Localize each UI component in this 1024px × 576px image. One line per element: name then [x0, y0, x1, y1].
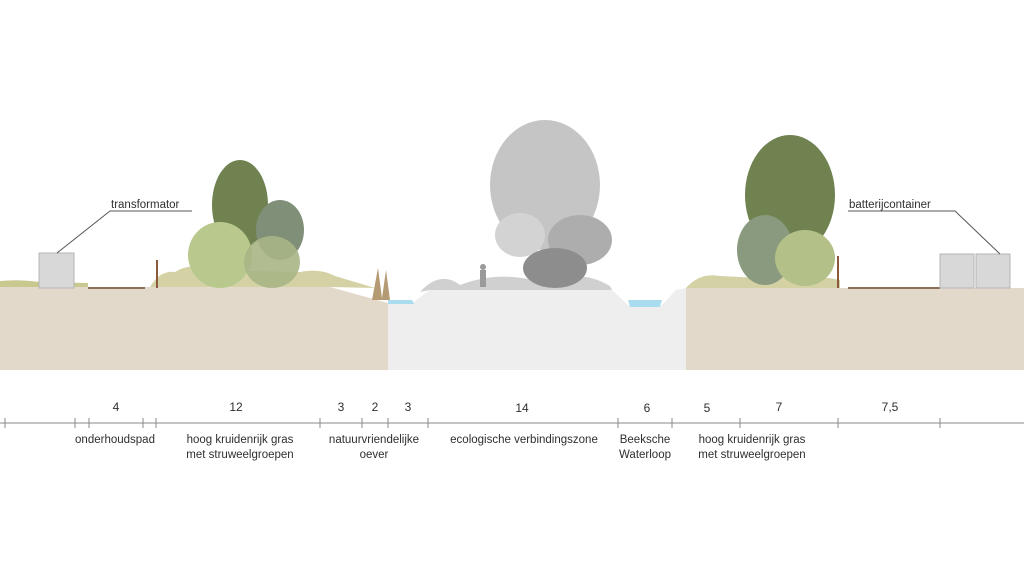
batterijcontainer-group: batterijcontainer	[848, 199, 1011, 289]
zone-label-oever-1: natuurvriendelijke	[329, 434, 419, 446]
shrub-center-dark	[523, 248, 587, 288]
shrub-group-right	[737, 135, 835, 286]
channel-profile	[388, 288, 686, 370]
ground	[0, 287, 1024, 370]
zone-label-kruidenrijk-right-1: hoog kruidenrijk gras	[699, 434, 806, 446]
person-head	[480, 264, 486, 270]
transformator-leader	[56, 210, 192, 254]
soil-right	[686, 288, 1024, 370]
transformator-box	[38, 252, 75, 289]
zone-label-beeksche-1: Beeksche	[620, 434, 671, 446]
dimension-values: 4 12 3 2 3 14 6 5 7 7,5	[113, 400, 899, 415]
shrub-left-light	[188, 222, 252, 288]
water-left	[388, 300, 414, 304]
reeds-left	[372, 268, 390, 300]
batterijcontainer-box-1	[939, 253, 975, 289]
transformator-group: transformator	[38, 199, 192, 289]
zone-label-kruidenrijk-left-1: hoog kruidenrijk gras	[187, 434, 294, 446]
zone-label-ecologische-verbindingszone: ecologische verbindingszone	[450, 434, 598, 446]
dimension-value: 5	[704, 401, 711, 415]
shrub-right-light	[775, 230, 835, 286]
zone-label-beeksche-2: Waterloop	[619, 449, 671, 461]
person-body	[480, 270, 486, 287]
soil-left	[0, 287, 388, 370]
batterijcontainer-leader	[848, 210, 1001, 255]
zone-labels: onderhoudspad hoog kruidenrijk gras met …	[75, 434, 806, 461]
dimension-value: 7	[776, 400, 783, 414]
dimension-value: 4	[113, 400, 120, 414]
water-beeksche-waterloop	[628, 300, 662, 307]
shrub-group-left	[188, 160, 304, 288]
batterijcontainer-box-2	[975, 253, 1011, 289]
zone-label-kruidenrijk-right-2: met struweelgroepen	[698, 449, 805, 461]
zone-label-oever-2: oever	[360, 449, 389, 461]
batterijcontainer-label: batterijcontainer	[849, 199, 931, 211]
zone-label-kruidenrijk-left-2: met struweelgroepen	[186, 449, 293, 461]
dimension-value: 7,5	[882, 400, 899, 414]
grass-channel	[420, 275, 612, 292]
dimension-ticks	[4, 418, 941, 428]
dimension-value: 14	[515, 401, 529, 415]
tree-center-left	[495, 213, 545, 257]
dimension-value: 2	[372, 400, 379, 414]
transformator-label: transformator	[111, 199, 180, 211]
dimension-value: 12	[229, 400, 243, 414]
dimension-value: 3	[338, 400, 345, 414]
dimension-value: 3	[405, 400, 412, 414]
dimension-value: 6	[644, 401, 651, 415]
tree-group-center	[480, 120, 612, 288]
shrub-left-mid	[244, 236, 300, 288]
zone-label-onderhoudspad: onderhoudspad	[75, 434, 155, 446]
dimension-line	[0, 418, 1024, 428]
